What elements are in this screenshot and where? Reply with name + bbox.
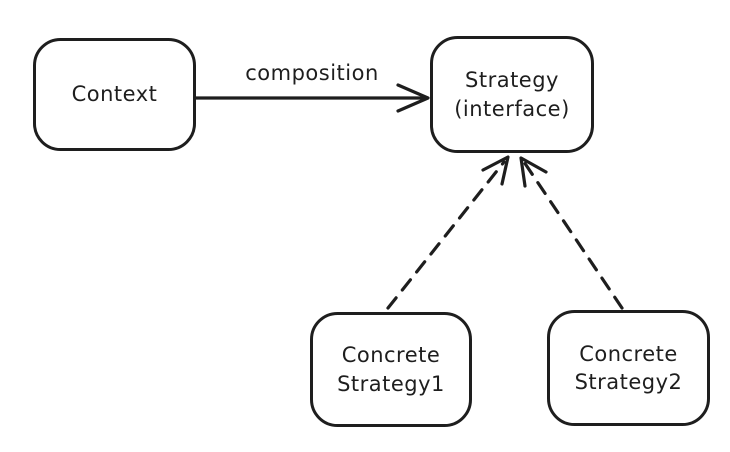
context-node-box [33,38,196,151]
realization2-arrowhead-icon [519,156,548,188]
concrete-strategy1-node-box [310,312,472,427]
concrete-strategy2-node-box [547,310,710,426]
realization1-edge-line [386,160,506,310]
composition-arrowhead-icon [396,83,430,113]
realization1-arrowhead-icon [481,155,510,186]
strategy-node-box [430,36,594,153]
realization2-edge-line [522,160,624,310]
